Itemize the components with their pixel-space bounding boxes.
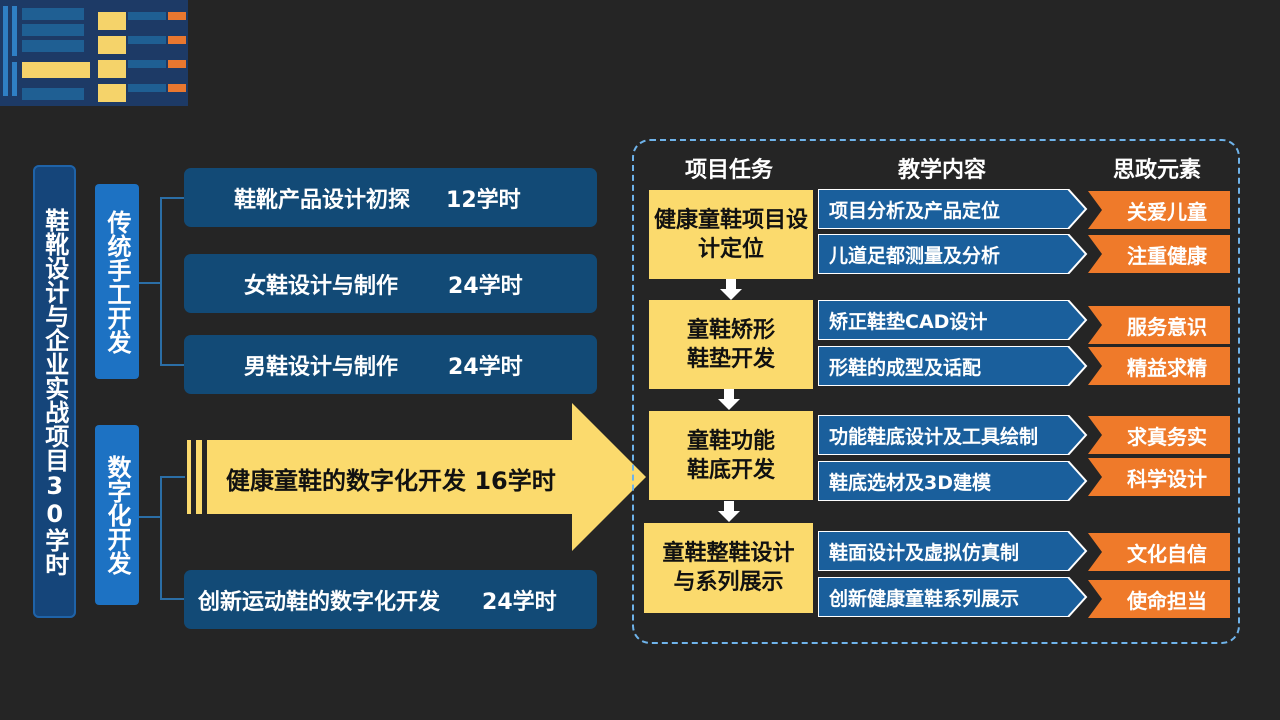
header-element: 思政元素 — [1112, 158, 1201, 183]
course-item[interactable]: 男鞋设计与制作 24学时 — [184, 335, 597, 394]
content-chevron-shape — [818, 461, 1088, 501]
course-item[interactable]: 女鞋设计与制作 24学时 — [184, 254, 597, 313]
content-chevron-shape — [818, 531, 1088, 571]
course-item[interactable]: 创新运动鞋的数字化开发 24学时 — [184, 570, 597, 629]
ideology-element: 注重健康 — [1127, 243, 1207, 268]
ideology-element: 科学设计 — [1127, 466, 1207, 491]
task-box: 童鞋矫形鞋垫开发 — [649, 300, 813, 389]
element-tag-shape — [1088, 306, 1230, 344]
down-arrow-icon — [718, 389, 740, 410]
teaching-content: 儿道足都测量及分析 — [829, 244, 1001, 267]
element-tag-shape — [1088, 458, 1230, 496]
ideology-element: 使命担当 — [1127, 588, 1207, 613]
course-highlight: 健康童鞋的数字化开发 16学时 — [226, 466, 556, 495]
teaching-content: 矫正鞋垫CAD设计 — [829, 310, 988, 333]
content-chevron-shape — [818, 577, 1088, 617]
element-tag-shape — [1088, 416, 1230, 454]
course-name: 鞋靴产品设计初探 — [234, 187, 411, 213]
project-panel — [632, 139, 1240, 644]
element-tag-shape — [1088, 191, 1230, 229]
course-hours: 12学时 — [446, 187, 521, 213]
task-box: 童鞋整鞋设计与系列展示 — [644, 523, 813, 613]
course-name: 创新运动鞋的数字化开发 — [198, 589, 441, 615]
element-tag-shape — [1088, 235, 1230, 273]
category-digital: 数字化开发 — [95, 425, 139, 605]
course-item[interactable]: 鞋靴产品设计初探 12学时 — [184, 168, 597, 227]
teaching-content: 项目分析及产品定位 — [829, 199, 1001, 222]
ideology-element: 求真务实 — [1127, 424, 1207, 449]
connector — [160, 197, 162, 365]
teaching-content: 功能鞋底设计及工具绘制 — [829, 425, 1039, 448]
down-arrow-icon — [718, 501, 740, 522]
course-name: 男鞋设计与制作 — [244, 354, 399, 380]
course-hours: 24学时 — [448, 273, 523, 299]
teaching-content: 鞋面设计及虚拟仿真制 — [829, 541, 1020, 564]
teaching-content: 鞋底选材及3D建模 — [829, 471, 991, 494]
connector — [160, 364, 185, 366]
ideology-element: 关爱儿童 — [1127, 199, 1207, 224]
course-name: 女鞋设计与制作 — [244, 273, 399, 299]
teaching-content: 形鞋的成型及话配 — [829, 356, 982, 379]
connector — [160, 197, 185, 199]
connector — [160, 476, 185, 478]
highlight-arrow — [187, 403, 646, 551]
main-title: 鞋靴设计与企业实战项目30学时 — [33, 165, 76, 618]
connector — [160, 598, 185, 600]
down-arrow-icon — [720, 279, 742, 300]
header-content: 教学内容 — [897, 158, 986, 183]
content-chevron-shape — [818, 346, 1088, 386]
connector — [139, 516, 161, 518]
teaching-content: 创新健康童鞋系列展示 — [829, 587, 1020, 610]
content-chevron-shape — [818, 189, 1088, 229]
content-chevron-shape — [818, 234, 1088, 274]
task-box: 健康童鞋项目设计定位 — [649, 190, 813, 279]
course-hours: 24学时 — [448, 354, 523, 380]
category-traditional: 传统手工开发 — [95, 184, 139, 379]
slide-thumbnail[interactable] — [0, 0, 188, 106]
ideology-element: 文化自信 — [1127, 541, 1207, 566]
ideology-element: 服务意识 — [1127, 314, 1207, 339]
element-tag-shape — [1088, 347, 1230, 385]
connector — [139, 282, 161, 284]
task-box: 童鞋功能鞋底开发 — [649, 411, 813, 500]
element-tag-shape — [1088, 533, 1230, 571]
connector — [160, 476, 162, 600]
header-task: 项目任务 — [684, 158, 773, 183]
ideology-element: 精益求精 — [1127, 355, 1207, 380]
course-hours: 24学时 — [482, 589, 557, 615]
content-chevron-shape — [818, 415, 1088, 455]
content-chevron-shape — [818, 300, 1088, 340]
element-tag-shape — [1088, 580, 1230, 618]
